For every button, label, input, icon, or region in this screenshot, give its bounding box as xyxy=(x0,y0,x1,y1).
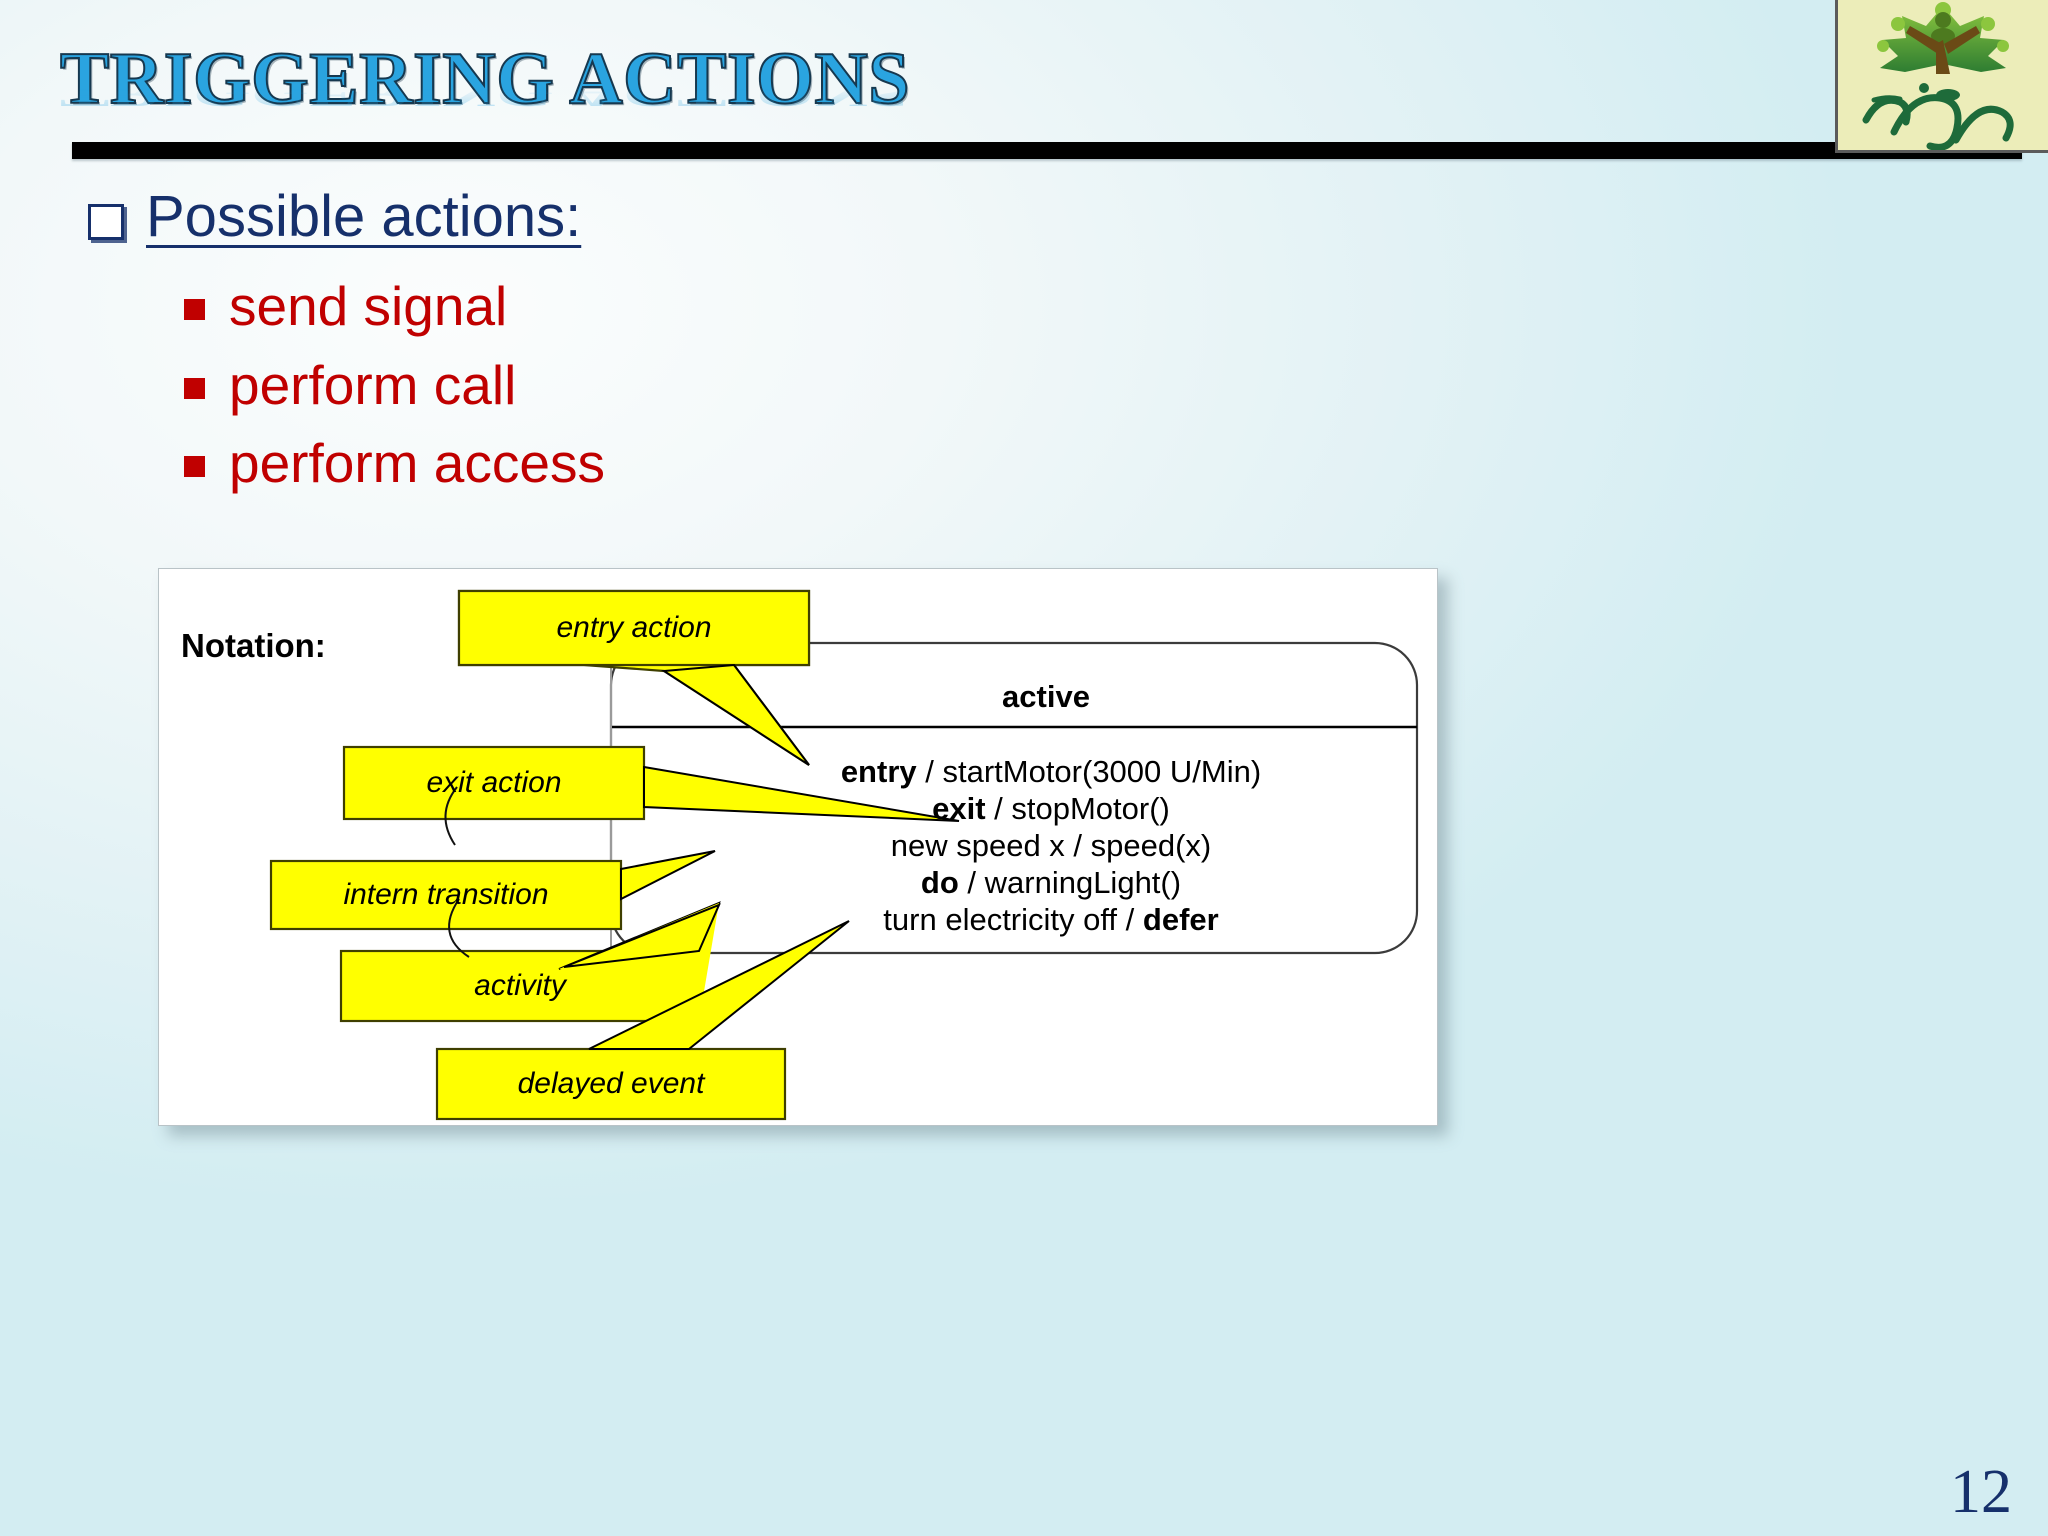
list-item-label: perform access xyxy=(229,432,605,495)
content-bullet-list: Possible actions: send signal perform ca… xyxy=(88,182,1488,505)
tree-logo-icon xyxy=(1862,2,2014,150)
diagram-canvas: Notation: active entry / startMotor(3000… xyxy=(159,569,1437,1125)
list-item: send signal xyxy=(184,269,1488,344)
callout-delayed-event-shape xyxy=(435,920,850,1121)
list-item-label: send signal xyxy=(229,274,508,337)
callout-activity-shape xyxy=(339,901,721,1023)
page-number: 12 xyxy=(1950,1458,2012,1526)
callout-entry-action-shape xyxy=(457,589,811,766)
bullet-level1-possible-actions: Possible actions: xyxy=(88,182,1488,253)
list-item: perform access xyxy=(184,426,1488,501)
state-action-line-exit: exit / stopMotor() xyxy=(932,790,1170,826)
organization-logo xyxy=(1835,0,2048,153)
state-action-line-do: do / warningLight() xyxy=(920,864,1182,900)
hollow-square-bullet-icon xyxy=(88,204,124,240)
diagram-vector-layer xyxy=(269,589,1419,1121)
filled-square-bullet-icon xyxy=(184,298,205,320)
notation-diagram-figure: Notation: active entry / startMotor(3000… xyxy=(158,568,1438,1126)
state-action-line-defer: turn electricity off / defer xyxy=(883,901,1219,937)
list-item-label: perform call xyxy=(229,353,517,416)
bullet-level2-list: send signal perform call perform access xyxy=(184,269,1488,501)
state-action-line-new-speed: new speed x / speed(x) xyxy=(890,827,1212,863)
filled-square-bullet-icon xyxy=(184,377,205,399)
bullet-level1-label: Possible actions: xyxy=(146,184,582,249)
state-name-label: active xyxy=(1002,679,1090,714)
state-actions-block: entry / startMotor(3000 U/Min) exit / st… xyxy=(686,754,1416,938)
page-title: TRIGGERING ACTIONS xyxy=(59,38,910,120)
title-area: TRIGGERING ACTIONS TRIGGERING ACTIONS xyxy=(0,0,1830,165)
title-underline-rule xyxy=(72,142,2022,159)
state-action-line-entry: entry / startMotor(3000 U/Min) xyxy=(840,754,1262,789)
notation-label: Notation: xyxy=(181,627,326,664)
filled-square-bullet-icon xyxy=(184,456,205,478)
callout-exit-action-shape xyxy=(342,745,960,822)
callout-intern-transition-shape xyxy=(269,850,716,931)
list-item: perform call xyxy=(184,348,1488,423)
